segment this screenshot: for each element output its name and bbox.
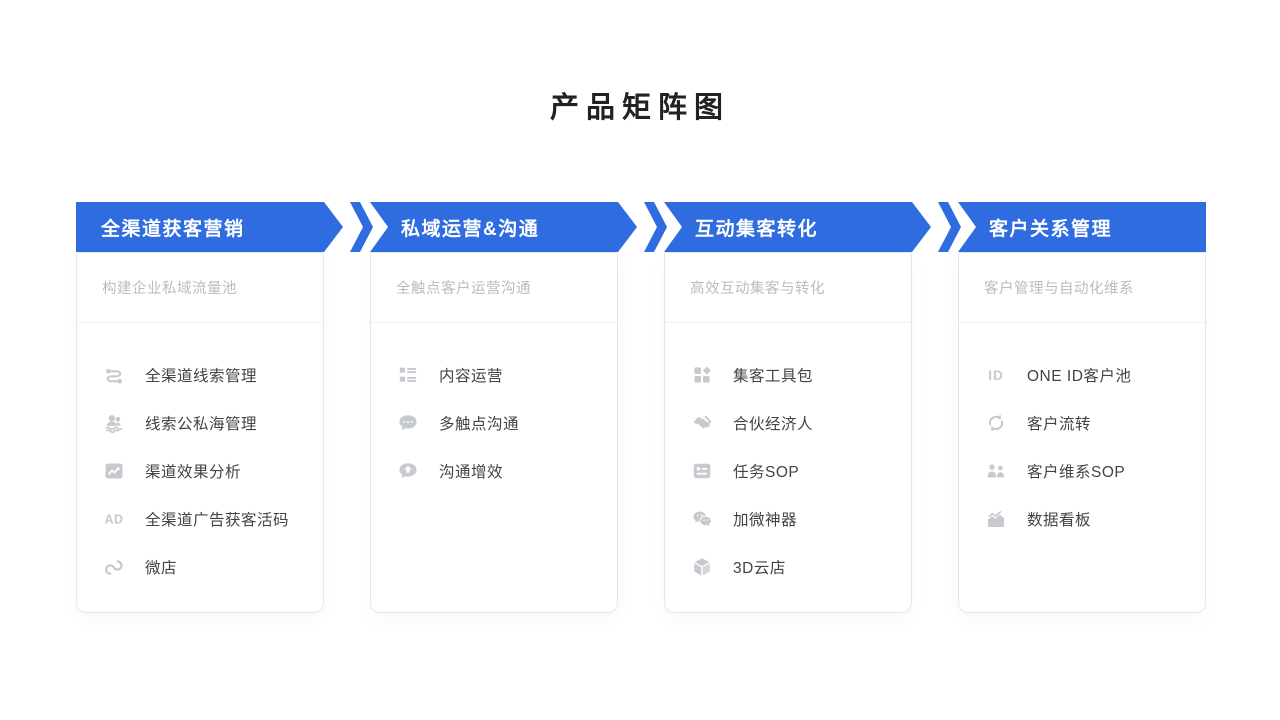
feature-item: 合伙经济人	[690, 399, 886, 447]
wechat-icon	[690, 507, 714, 531]
svg-text:AD: AD	[104, 513, 123, 527]
route-icon	[102, 363, 126, 387]
feature-list: 集客工具包 合伙经济人 任务SOP 加微神器 3D云店	[665, 323, 911, 591]
column-header-band: 客户关系管理	[958, 202, 1206, 252]
column-card: 全触点客户运营沟通 内容运营 多触点沟通 沟通增效	[370, 252, 618, 613]
chat-dots-icon	[396, 411, 420, 435]
id-icon: ID	[984, 363, 1008, 387]
feature-list: 全渠道线索管理 线索公私海管理 渠道效果分析 AD 全渠道广告获客活码 微店	[77, 323, 323, 591]
feature-item-label: 客户流转	[1027, 416, 1092, 433]
feature-item: 微店	[102, 543, 298, 591]
feature-list: 内容运营 多触点沟通 沟通增效	[371, 323, 617, 495]
feature-item: 任务SOP	[690, 447, 886, 495]
task-sop-icon	[690, 459, 714, 483]
feature-item: ID ONE ID客户池	[984, 351, 1180, 399]
column-header-band: 全渠道获客营销	[76, 202, 343, 252]
column-header-label: 全渠道获客营销	[101, 218, 245, 240]
people-sea-icon	[102, 411, 126, 435]
column-header-label: 客户关系管理	[989, 218, 1113, 240]
feature-item: 多触点沟通	[396, 399, 592, 447]
product-column: 客户关系管理 客户管理与自动化维系 ID ONE ID客户池 客户流转 客户维系…	[958, 202, 1206, 613]
column-subtitle: 构建企业私域流量池	[77, 253, 323, 323]
column-header-band: 互动集客转化	[664, 202, 931, 252]
feature-item: 内容运营	[396, 351, 592, 399]
feature-item-label: 全渠道广告获客活码	[145, 512, 290, 529]
column-card: 构建企业私域流量池 全渠道线索管理 线索公私海管理 渠道效果分析 AD 全渠道广…	[76, 252, 324, 613]
feature-item: 全渠道线索管理	[102, 351, 298, 399]
feature-item-label: 集客工具包	[733, 368, 814, 385]
feature-item: 集客工具包	[690, 351, 886, 399]
column-card: 高效互动集客与转化 集客工具包 合伙经济人 任务SOP 加微神器 3D云店	[664, 252, 912, 613]
feature-item: 沟通增效	[396, 447, 592, 495]
column-subtitle: 全触点客户运营沟通	[371, 253, 617, 323]
feature-item-label: 合伙经济人	[733, 416, 814, 433]
page-title: 产品矩阵图	[549, 92, 730, 124]
feature-item-label: 全渠道线索管理	[145, 368, 258, 385]
feature-item-label: 3D云店	[733, 560, 786, 577]
weidian-icon	[102, 555, 126, 579]
column-header-band: 私域运营&沟通	[370, 202, 637, 252]
column-header-label: 互动集客转化	[695, 218, 819, 240]
feature-item-label: 内容运营	[439, 368, 504, 385]
feature-item: 渠道效果分析	[102, 447, 298, 495]
feature-item: AD 全渠道广告获客活码	[102, 495, 298, 543]
feature-item: 客户流转	[984, 399, 1180, 447]
flow-icon	[984, 411, 1008, 435]
content-list-icon	[396, 363, 420, 387]
feature-item: 数据看板	[984, 495, 1180, 543]
feature-item-label: 线索公私海管理	[145, 416, 258, 433]
column-header-label: 私域运营&沟通	[401, 218, 540, 240]
svg-text:ID: ID	[988, 368, 1004, 383]
dashboard-icon	[984, 507, 1008, 531]
feature-item-label: 加微神器	[733, 512, 798, 529]
feature-item-label: 沟通增效	[439, 464, 504, 481]
analytics-icon	[102, 459, 126, 483]
product-column: 互动集客转化 高效互动集客与转化 集客工具包 合伙经济人 任务SOP 加微神器 …	[664, 202, 961, 613]
feature-item: 线索公私海管理	[102, 399, 298, 447]
columns: 全渠道获客营销 构建企业私域流量池 全渠道线索管理 线索公私海管理 渠道效果分析…	[76, 202, 1206, 613]
people-sop-icon	[984, 459, 1008, 483]
feature-item-label: 微店	[145, 560, 178, 577]
column-card: 客户管理与自动化维系 ID ONE ID客户池 客户流转 客户维系SOP 数据看…	[958, 252, 1206, 613]
cube-3d-icon	[690, 555, 714, 579]
column-subtitle: 客户管理与自动化维系	[959, 253, 1205, 323]
feature-item-label: 多触点沟通	[439, 416, 520, 433]
product-column: 全渠道获客营销 构建企业私域流量池 全渠道线索管理 线索公私海管理 渠道效果分析…	[76, 202, 373, 613]
feature-item-label: 任务SOP	[733, 464, 800, 481]
column-subtitle: 高效互动集客与转化	[665, 253, 911, 323]
toolkit-icon	[690, 363, 714, 387]
product-column: 私域运营&沟通 全触点客户运营沟通 内容运营 多触点沟通 沟通增效	[370, 202, 667, 613]
handshake-icon	[690, 411, 714, 435]
ad-icon: AD	[102, 507, 126, 531]
feature-item-label: 渠道效果分析	[145, 464, 242, 481]
feature-item-label: ONE ID客户池	[1027, 368, 1132, 385]
feature-list: ID ONE ID客户池 客户流转 客户维系SOP 数据看板	[959, 323, 1205, 543]
feature-item-label: 数据看板	[1027, 512, 1092, 529]
feature-item: 客户维系SOP	[984, 447, 1180, 495]
feature-item: 加微神器	[690, 495, 886, 543]
chat-up-icon	[396, 459, 420, 483]
feature-item-label: 客户维系SOP	[1027, 464, 1126, 481]
feature-item: 3D云店	[690, 543, 886, 591]
